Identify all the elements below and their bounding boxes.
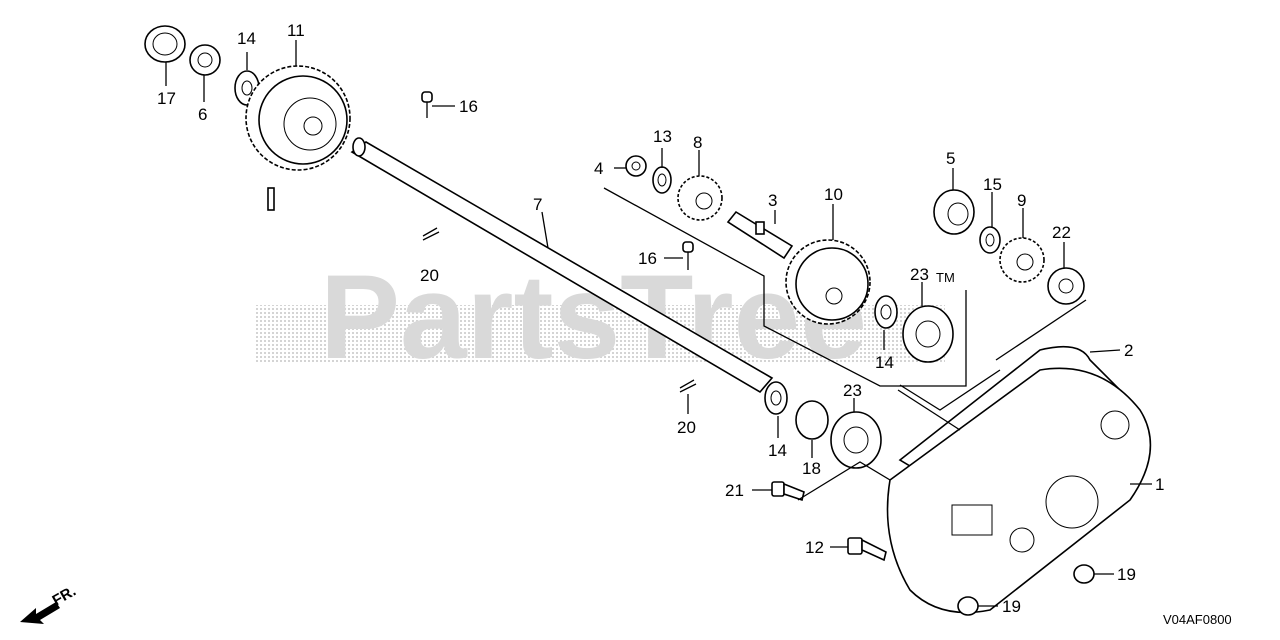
callout-14-top[interactable]: 14 — [237, 29, 256, 48]
callout-14-mid[interactable]: 14 — [875, 353, 894, 372]
callout-23-lower[interactable]: 23 — [843, 381, 862, 400]
assembly-lines — [541, 187, 1087, 501]
callout-1[interactable]: 1 — [1155, 475, 1164, 494]
diagram-code: V04AF0800 — [1163, 612, 1232, 627]
callout-14-lower[interactable]: 14 — [768, 441, 787, 460]
callout-labels: 17 6 14 11 16 7 20 13 8 4 3 16 10 5 15 9… — [157, 21, 1164, 616]
part-22-bearing[interactable] — [1047, 267, 1085, 305]
part-19-nut-right[interactable] — [1073, 564, 1095, 584]
part-1-case[interactable] — [886, 367, 1152, 614]
callout-20-lower[interactable]: 20 — [677, 418, 696, 437]
watermark-text: PartsTree — [320, 250, 867, 384]
callout-16-top[interactable]: 16 — [459, 97, 478, 116]
part-12-stud[interactable] — [847, 537, 887, 562]
callout-10[interactable]: 10 — [824, 185, 843, 204]
watermark-tm: TM — [936, 270, 955, 285]
part-23-bearing-lower[interactable] — [830, 411, 882, 469]
part-16-pin-top[interactable] — [421, 91, 433, 118]
callout-11[interactable]: 11 — [287, 21, 305, 40]
part-15-washer[interactable] — [979, 226, 1001, 254]
callout-23-upper[interactable]: 23 — [910, 265, 929, 284]
part-14-washer-right[interactable] — [874, 295, 898, 329]
callout-22[interactable]: 22 — [1052, 223, 1071, 242]
callout-2[interactable]: 2 — [1124, 341, 1133, 360]
callout-15[interactable]: 15 — [983, 175, 1002, 194]
callout-20-top[interactable]: 20 — [420, 266, 439, 285]
callout-18[interactable]: 18 — [802, 459, 821, 478]
part-7-shaft[interactable] — [267, 137, 774, 394]
callout-13[interactable]: 13 — [653, 127, 672, 146]
part-3-shaft[interactable] — [726, 210, 794, 260]
callout-9[interactable]: 9 — [1017, 191, 1026, 210]
part-6-seal[interactable] — [189, 44, 221, 76]
callout-6[interactable]: 6 — [198, 105, 207, 124]
part-8-gear[interactable] — [677, 175, 723, 221]
front-arrow-icon — [20, 602, 60, 624]
part-16-pin-mid[interactable] — [682, 241, 694, 270]
part-10-gear[interactable] — [785, 239, 871, 325]
callout-17[interactable]: 17 — [157, 89, 176, 108]
part-13-washer[interactable] — [652, 166, 672, 194]
callout-5[interactable]: 5 — [946, 149, 955, 168]
callout-19-lower[interactable]: 19 — [1002, 597, 1021, 616]
part-18-bushing[interactable] — [795, 400, 829, 440]
part-20-clip-a[interactable] — [422, 227, 440, 241]
callout-19-right[interactable]: 19 — [1117, 565, 1136, 584]
part-17-cap[interactable] — [144, 25, 186, 63]
callout-7[interactable]: 7 — [533, 195, 542, 214]
part-19-nut-lower[interactable] — [957, 596, 979, 616]
callout-16-mid[interactable]: 16 — [638, 249, 657, 268]
callout-8[interactable]: 8 — [693, 133, 702, 152]
leader-lines — [165, 40, 1152, 607]
callout-3[interactable]: 3 — [768, 191, 777, 210]
front-direction-indicator: FR. — [20, 583, 79, 624]
part-5-bearing[interactable] — [933, 189, 975, 235]
part-11-gear[interactable] — [245, 65, 351, 171]
callout-12[interactable]: 12 — [805, 538, 824, 557]
part-23-bearing-right[interactable] — [902, 305, 954, 363]
part-9-gear[interactable] — [999, 237, 1045, 283]
part-14-washer-lower[interactable] — [764, 381, 788, 415]
callout-21[interactable]: 21 — [725, 481, 744, 500]
part-20-clip-b[interactable] — [679, 379, 697, 393]
part-21-bolt[interactable] — [771, 481, 805, 502]
callout-4[interactable]: 4 — [594, 159, 603, 178]
part-4-collar[interactable] — [625, 155, 647, 177]
